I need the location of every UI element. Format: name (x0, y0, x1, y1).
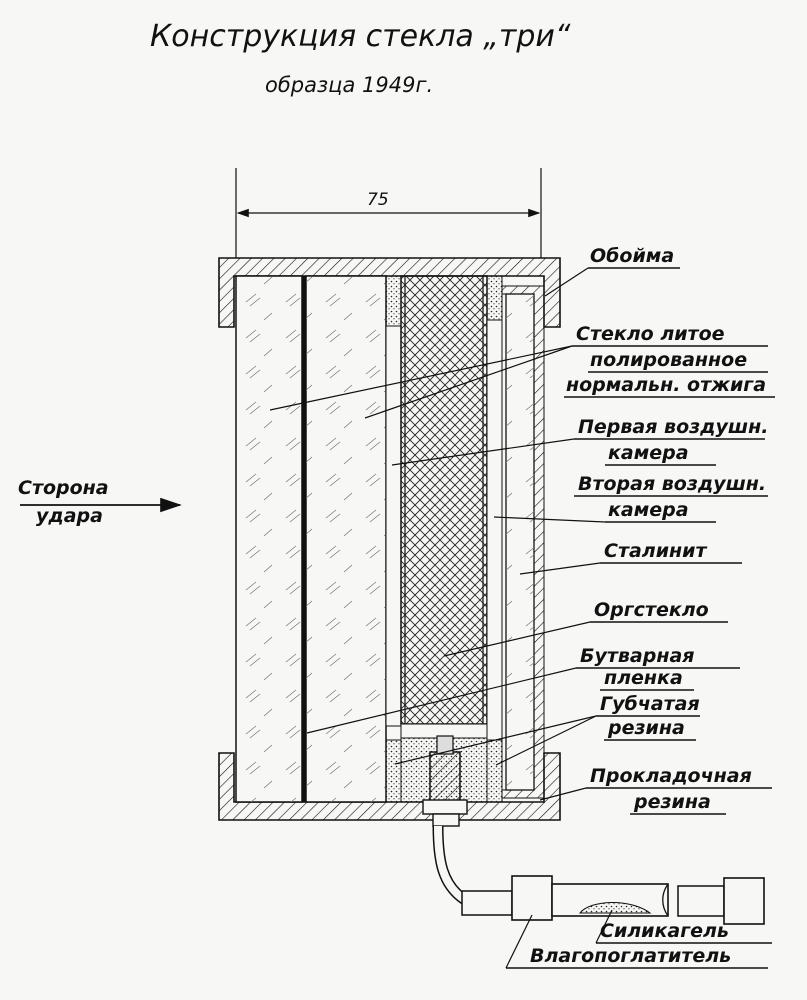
diagram-subtitle: образца 1949г. (265, 73, 433, 97)
plexiglass-block (400, 275, 488, 803)
label-plexiglass: Оргстекло (443, 599, 728, 657)
svg-text:Стекло литое: Стекло литое (576, 323, 725, 345)
impact-side: Сторона удара (18, 477, 182, 527)
desiccant-tube (432, 825, 765, 925)
label-silica-gel: Силикагель (595, 909, 772, 944)
cast-glass-panes (235, 275, 387, 803)
svg-text:нормальн. отжига: нормальн. отжига (566, 374, 766, 396)
label-gasket-rubber: Прокладочная резина (539, 765, 772, 815)
label-stalinite: Сталинит (519, 540, 742, 575)
dimension-label: 75 (367, 190, 389, 210)
svg-text:Сторона: Сторона (18, 477, 109, 499)
label-desiccant: Влагопоглатитель (505, 914, 768, 969)
svg-text:резина: резина (633, 791, 711, 813)
svg-text:Влагопоглатитель: Влагопоглатитель (530, 945, 731, 967)
stalinite-pane (501, 285, 545, 799)
svg-text:Губчатая: Губчатая (600, 693, 700, 715)
svg-text:Первая воздушн.: Первая воздушн. (578, 416, 768, 438)
diagram-title: Конструкция стекла „три“ (150, 19, 571, 54)
second-air-chamber (486, 275, 503, 803)
label-butvar: Бутварная пленка (306, 645, 740, 734)
label-first-air: Первая воздушн. камера (391, 416, 768, 466)
svg-text:удара: удара (36, 505, 103, 527)
dimension-75: 75 (235, 168, 542, 258)
svg-text:Прокладочная: Прокладочная (590, 765, 752, 787)
svg-text:резина: резина (607, 717, 685, 739)
svg-text:Силикагель: Силикагель (600, 920, 729, 942)
svg-text:пленка: пленка (604, 667, 683, 689)
svg-text:Сталинит: Сталинит (604, 540, 707, 562)
label-sponge-rubber: Губчатая резина (394, 693, 700, 766)
label-holder: Обойма (544, 245, 680, 297)
svg-text:камера: камера (608, 499, 689, 521)
svg-text:Обойма: Обойма (590, 245, 674, 267)
svg-text:Бутварная: Бутварная (580, 645, 694, 667)
svg-text:камера: камера (608, 442, 689, 464)
svg-text:полированное: полированное (590, 349, 747, 371)
first-air-chamber (385, 275, 402, 803)
label-second-air: Вторая воздушн. камера (493, 473, 768, 523)
svg-text:Вторая воздушн.: Вторая воздушн. (578, 473, 766, 495)
label-cast-glass: Стекло литое полированное нормальн. отжи… (269, 323, 775, 419)
svg-text:Оргстекло: Оргстекло (594, 599, 709, 621)
